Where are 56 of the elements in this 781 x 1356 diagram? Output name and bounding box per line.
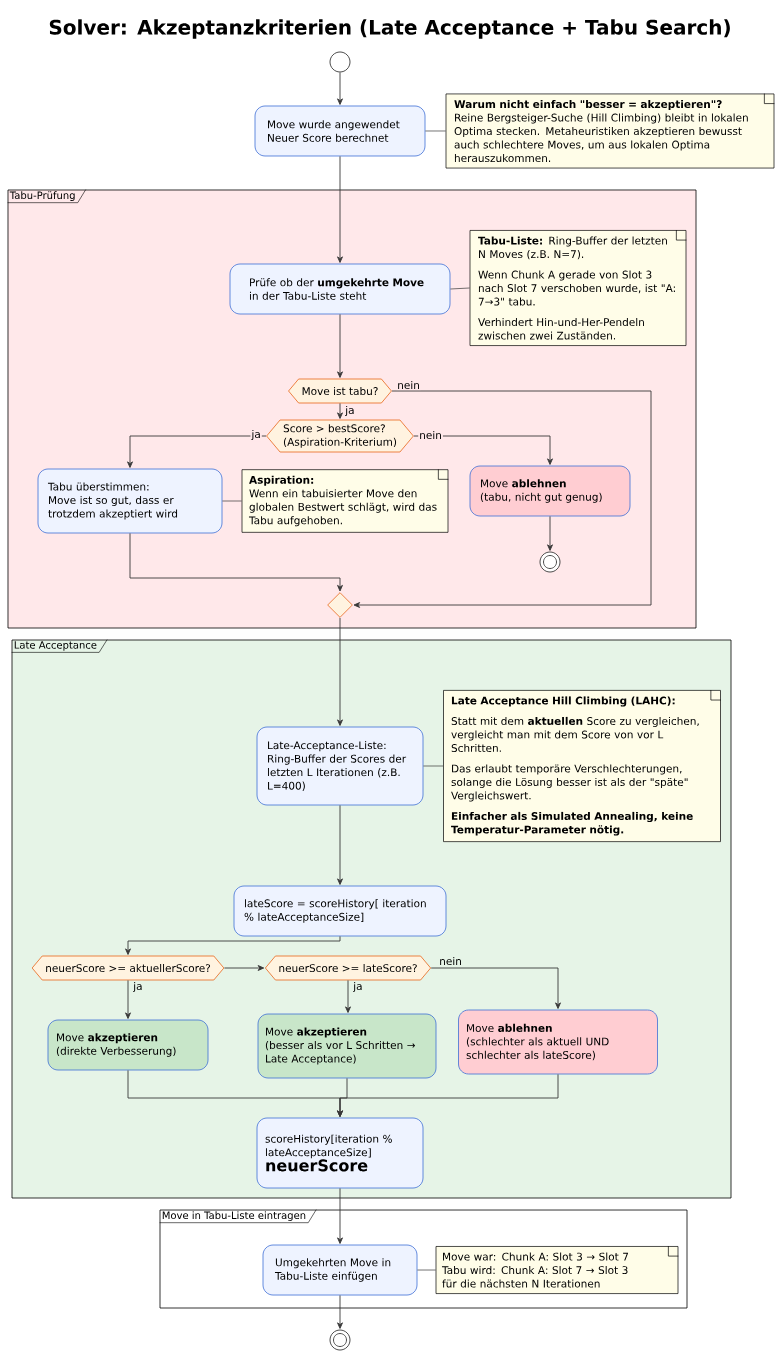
- action-box: Prüfe ob der umgekehrte Move in der Tabu-Liste steht: [229, 263, 451, 315]
- action-box: lateScore = scoreHistory[ iteration % lateAcceptanceSize]: [233, 885, 447, 937]
- arrow: [430, 967, 561, 1009]
- action-box: scoreHistory[iteration % lateAcceptanceSize] neuerScore: [256, 1117, 424, 1189]
- edge-label: ja: [344, 404, 356, 418]
- decision-hexagon: Score > bestScore? (Aspiration-Kriterium): [266, 419, 414, 453]
- leader-line: [450, 287, 470, 290]
- arrow: [127, 435, 267, 468]
- note: Tabu-Liste: Ring-Buffer der letzten N Moves (z.B. N=7). Wenn Chunk A gerade von Slot 3 nach Slot 7 verschoben wurde, ist "A: 7→3" tabu. Verhindert Hin-und-Her-Pendeln zwischen zwei Zuständen.: [469, 229, 687, 346]
- arrow: [337, 72, 343, 105]
- action-box: Tabu überstimmen: Move ist so gut, dass er trotzdem akzeptiert wird: [37, 468, 223, 534]
- arrow: [125, 979, 131, 1019]
- arrow: [413, 435, 553, 465]
- edge-label: ja: [132, 980, 144, 994]
- arrow: [353, 390, 652, 608]
- start-circle: [329, 51, 351, 73]
- note: Aspiration: Wenn ein tabuisierter Move den globalen Bestwert schlägt, wird das Tabu aufgehoben.: [241, 468, 449, 533]
- leader-line: [423, 765, 444, 767]
- decision-hexagon: neuerScore >= lateScore?: [264, 955, 432, 981]
- arrow: [337, 1073, 559, 1117]
- merge-diamond: [327, 592, 353, 618]
- action-box: Move akzeptieren (besser als vor L Schritten → Late Acceptance): [257, 1013, 437, 1079]
- arrow: [337, 804, 343, 885]
- arrow: [547, 515, 553, 551]
- arrow: [337, 1294, 343, 1329]
- arrow: [129, 532, 343, 592]
- arrow: [345, 979, 351, 1013]
- note: Move war: Chunk A: Slot 3 → Slot 7 Tabu wird: Chunk A: Slot 7 → Slot 3 für die nächsten N Iterationen: [435, 1245, 679, 1294]
- leader-line: [222, 500, 242, 502]
- arrow: [337, 402, 343, 419]
- end-circle: [329, 1329, 351, 1351]
- arrow: [337, 313, 343, 378]
- decision-hexagon: neuerScore >= aktuellerScore?: [31, 955, 225, 981]
- edge-label: nein: [418, 429, 443, 441]
- action-box: Move ablehnen (schlechter als aktuell UND schlechter als lateScore): [458, 1009, 658, 1075]
- end-circle: [539, 551, 561, 573]
- edge-label: ja: [352, 980, 364, 994]
- note: Warum nicht einfach "besser = akzeptieren"? Reine Bergsteiger-Suche (Hill Climbing) bleibt in lokalen Optima stecken. Metaheuristiken akzeptieren bewusst auch schlechtere Moves, um aus lokalen Optima herauszukommen.: [445, 93, 775, 169]
- edge-label: nein: [438, 955, 463, 967]
- edge-label: nein: [396, 379, 421, 391]
- arrow: [223, 965, 265, 971]
- title: Solver: Akzeptanzkriterien (Late Acceptance + Tabu Search): [49, 19, 730, 39]
- action-box: Umgekehrten Move in Tabu-Liste einfügen: [262, 1244, 418, 1296]
- note: Late Acceptance Hill Climbing (LAHC): Statt mit dem aktuellen Score zu vergleichen, vergleicht man mit dem Score von vor L Schritten. Das erlaubt temporäre Verschlechterungen, solange die Lösung besser ist als der "späte" Vergleichswert. Einfacher als Simulated Annealing, keine Temperatur-Parameter nötig.: [443, 689, 722, 842]
- action-box: Move ablehnen (tabu, nicht gut genug): [469, 465, 631, 517]
- action-box: Move akzeptieren (direkte Verbesserung): [47, 1019, 209, 1071]
- action-box: Late-Acceptance-Liste: Ring-Buffer der Scores der letzten L Iterationen (z.B. L=400): [256, 726, 424, 806]
- edge-label: ja: [250, 428, 262, 442]
- arrow: [337, 1187, 343, 1244]
- decision-hexagon: Move ist tabu?: [288, 378, 392, 404]
- leader-line: [425, 130, 446, 132]
- arrow: [337, 155, 343, 263]
- arrow: [125, 935, 341, 955]
- leader-line: [417, 1269, 436, 1271]
- action-box: Move wurde angewendet Neuer Score berechnet: [254, 105, 426, 157]
- arrow: [337, 617, 343, 726]
